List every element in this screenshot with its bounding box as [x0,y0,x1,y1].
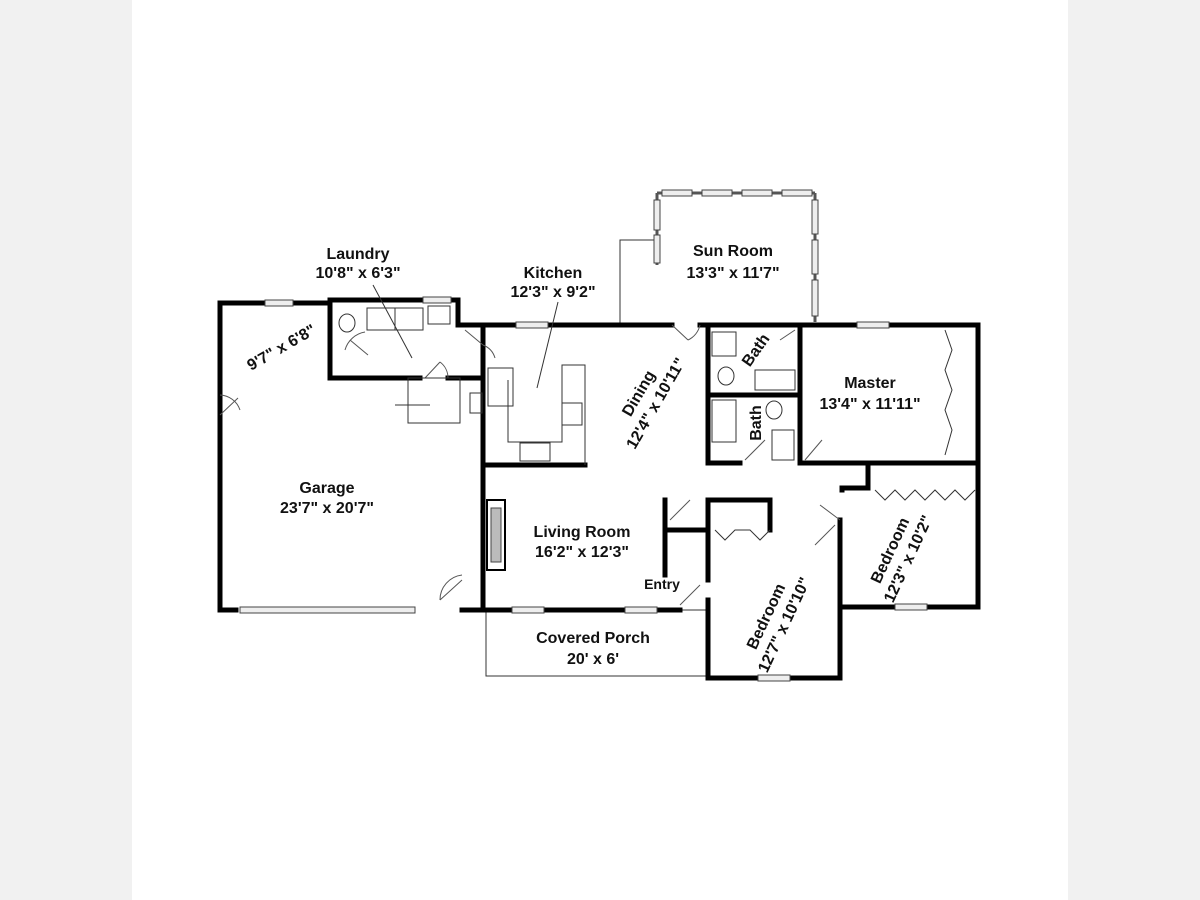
master-label: Master [844,375,896,392]
sun-room-label: Sun Room [693,243,773,260]
laundry-arrow [372,284,413,359]
laundry-label: Laundry [326,246,389,263]
kitchen-label: Kitchen [524,265,583,282]
bath-label-1: Bath [739,331,773,370]
doors [219,324,841,606]
kitchen-arrow [536,301,559,389]
covered-porch-size: 20' x 6' [567,651,619,668]
living-room-label: Living Room [534,524,631,541]
sun-room-walls [653,189,819,322]
master-size: 13'4" x 11'11" [819,396,920,413]
sunroom-connector [619,239,657,325]
storage-size: 9'7" x 6'8" [245,322,319,375]
windows [239,296,928,682]
floor-plan-sheet [132,0,1068,900]
living-room-size: 16'2" x 12'3" [535,544,629,561]
laundry-size: 10'8" x 6'3" [315,265,400,282]
garage-size: 23'7" x 20'7" [280,500,374,517]
fixtures [338,305,976,571]
kitchen-size: 12'3" x 9'2" [510,284,595,301]
covered-porch-label: Covered Porch [536,630,650,647]
bath-label-2: Bath [748,405,765,441]
sun-room-size: 13'3" x 11'7" [686,265,779,282]
garage-label: Garage [299,480,354,497]
entry-label: Entry [644,576,680,592]
